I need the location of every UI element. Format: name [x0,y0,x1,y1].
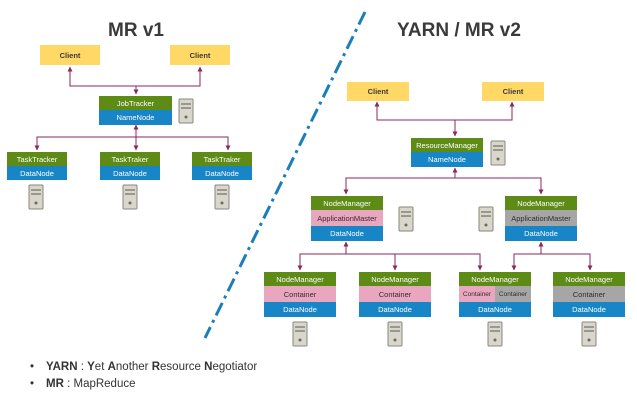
arrow-rm-client2 [455,101,515,121]
nodemanager-container-3: NodeManager [459,272,531,286]
legend-yarn: • YARN : Yet Another Resource Negotiator [30,361,257,373]
nodemanager-container-2-server-icon [387,321,403,347]
job-tracker: JobTracker [99,96,172,110]
letter-n: N [204,361,213,373]
arrow-jobtracker-client1 [67,66,139,95]
resource-manager: ResourceManager [411,138,483,152]
arrow-jobtracker-tasktracker3 [136,136,231,151]
legend-mr-abbr: MR [46,378,64,390]
word-esource: esource [160,361,205,373]
mr2-name-node: NameNode [411,152,483,167]
letter-a: A [107,361,116,373]
mr-v2-title: YARN / MR v2 [397,20,521,41]
arrow-jobtracker-tasktracker1 [34,124,139,151]
mr-v1-title: MR v1 [108,20,164,41]
container-2: Container [359,286,431,302]
tasktracker-2-datanode: DataNode [100,166,160,180]
mr2-client-2: Client [482,82,544,101]
nodemanager-app-1-server-icon [398,206,414,232]
word-nother: nother [115,361,152,373]
arrow-jobtracker-client2 [136,66,203,87]
arrow-rm-nm2 [455,177,544,195]
word-egotiator: egotiator [212,361,258,373]
nodemanager-container-1-datanode: DataNode [264,302,336,317]
version-divider [203,11,367,339]
arrow-rm-client1 [374,101,458,137]
arrow-rm-nm1 [343,167,458,195]
container-3a: Container [459,286,495,302]
tasktracker-3-datanode: DataNode [192,166,252,180]
nodemanager-container-3-server-icon [487,321,503,347]
nodemanager-app-1-datanode: DataNode [311,226,383,241]
arrow-nm2-container3 [511,241,544,271]
application-master-idle: ApplicationMaster [505,210,577,226]
legend-yarn-abbr: YARN [46,361,78,373]
tasktracker-2: TaskTraker [100,152,160,166]
arrow-nm-container2 [346,253,398,271]
mr1-name-node: NameNode [99,110,172,125]
nodemanager-container-4: NodeManager [553,272,625,286]
bullet: • [30,378,35,390]
nodemanager-container-1: NodeManager [264,272,336,286]
nodemanager-container-2: NodeManager [359,272,431,286]
nodemanager-app-2-datanode: DataNode [505,226,577,241]
resourcemanager-server-icon [490,140,506,166]
letter-r: R [151,361,161,373]
arrow-nm-container3 [346,253,483,271]
word-et: et [94,361,108,373]
nodemanager-container-3-datanode: DataNode [459,302,531,317]
legend-mr-text: MapReduce [73,378,136,390]
legend-mr: • MR : MapReduce [30,378,136,390]
tasktracker-2-server-icon [122,184,138,210]
arrow-nm2-container4 [541,253,593,271]
container-4: Container [553,286,625,302]
letter-y: Y [87,361,95,373]
nodemanager-container-1-server-icon [292,321,308,347]
container-1: Container [264,286,336,302]
tasktracker-3-server-icon [214,184,230,210]
jobtracker-server-icon [178,98,194,124]
nodemanager-container-4-datanode: DataNode [553,302,625,317]
nodemanager-container-2-datanode: DataNode [359,302,431,317]
tasktracker-1-server-icon [28,184,44,210]
container-3b: Container [495,286,531,302]
legend-sep: : [63,378,74,390]
bullet: • [30,361,35,373]
nodemanager-app-2: NodeManager [505,196,577,210]
nodemanager-app-1: NodeManager [311,196,383,210]
nodemanager-container-4-server-icon [581,321,597,347]
application-master-active: ApplicationMaster [311,210,383,226]
legend-sep: : [77,361,88,373]
mr1-client-1: Client [40,45,100,65]
nodemanager-app-2-server-icon [478,206,494,232]
arrow-nm-container1 [297,241,349,271]
tasktracker-1: TaskTracker [7,152,67,166]
tasktracker-3: TaskTraker [192,152,252,166]
mr2-client-1: Client [347,82,409,101]
tasktracker-1-datanode: DataNode [7,166,67,180]
mr1-client-2: Client [170,45,230,65]
